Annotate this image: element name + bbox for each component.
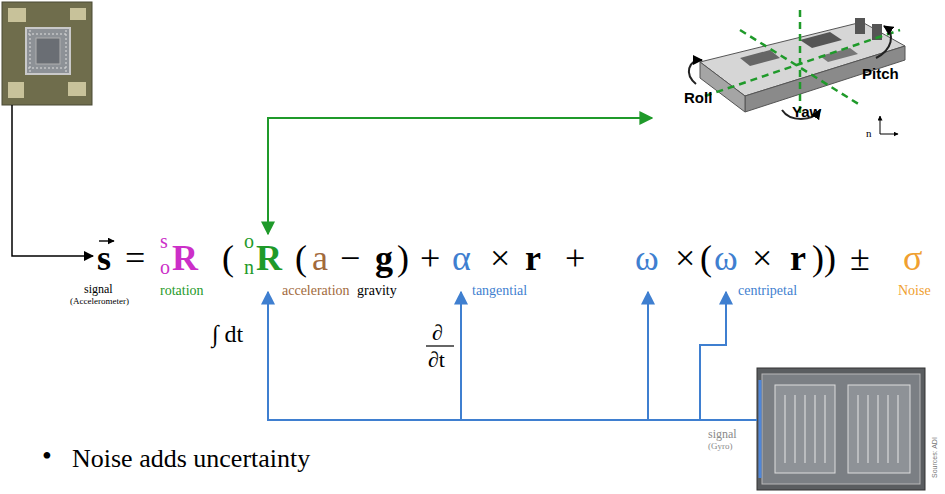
- signal-arrow: [12, 105, 93, 256]
- gyro-chip: [757, 368, 925, 490]
- signal-source: (Gyro): [708, 442, 733, 451]
- equation-term: ): [397, 240, 409, 276]
- equation-term: ω: [635, 240, 659, 276]
- signal-label: signal: [708, 428, 737, 440]
- equation-term: r: [790, 240, 806, 276]
- derivative-operator: ∂t: [428, 349, 445, 371]
- equation-term: ×: [675, 240, 695, 276]
- frame-label: n: [866, 128, 872, 139]
- equation-term: +: [565, 240, 585, 276]
- axis-label: Roll: [684, 90, 712, 105]
- equation-term: (: [700, 240, 712, 276]
- derivative-operator: ∂: [432, 322, 443, 344]
- integral-operator: ∫ dt: [212, 322, 243, 346]
- equation-term: g: [375, 240, 393, 276]
- bullet: •: [42, 442, 52, 470]
- equation-term: −: [340, 240, 360, 276]
- equation-superscript: s: [160, 231, 168, 251]
- equation-term: R: [172, 240, 198, 276]
- term-label: centripetal: [738, 284, 797, 298]
- bullet-text: Noise adds uncertainty: [72, 446, 310, 472]
- equation-subscript: n: [244, 257, 254, 277]
- term-label: gravity: [357, 284, 397, 298]
- equation-term: ×: [490, 240, 510, 276]
- equation-term: R: [256, 240, 282, 276]
- term-label: rotation: [160, 284, 204, 298]
- term-label: acceleration: [282, 284, 350, 298]
- equation-term: α: [452, 240, 471, 276]
- axis-label: Yaw: [792, 104, 821, 119]
- equation-superscript: o: [244, 231, 254, 251]
- equation-term: σ: [903, 240, 922, 276]
- equation-term: ±: [850, 240, 870, 276]
- equation-term: a: [312, 240, 328, 276]
- term-label: tangential: [472, 284, 527, 298]
- fraction-bar: [426, 345, 454, 346]
- accelerometer-chip: [2, 2, 92, 105]
- equation-term: (: [295, 240, 307, 276]
- axis-label: Pitch: [862, 66, 899, 81]
- equation-term: =: [125, 240, 145, 276]
- term-label: Noise: [898, 284, 931, 298]
- equation-term: s: [97, 240, 111, 276]
- equation-term: )): [812, 240, 836, 276]
- equation-term: r: [525, 240, 541, 276]
- signal-label: signal: [84, 283, 113, 295]
- equation-subscript: o: [160, 257, 170, 277]
- equation-term: (: [222, 240, 234, 276]
- gyro-wires: [268, 292, 757, 420]
- signal-source: (Accelerometer): [70, 297, 129, 306]
- equation-term: ω: [714, 240, 738, 276]
- equation-term: ×: [752, 240, 772, 276]
- source-note: Sources: ADI: [931, 437, 938, 478]
- equation-term: +: [420, 240, 440, 276]
- orientation-arrow: [268, 118, 652, 234]
- device-illustration: [689, 10, 905, 134]
